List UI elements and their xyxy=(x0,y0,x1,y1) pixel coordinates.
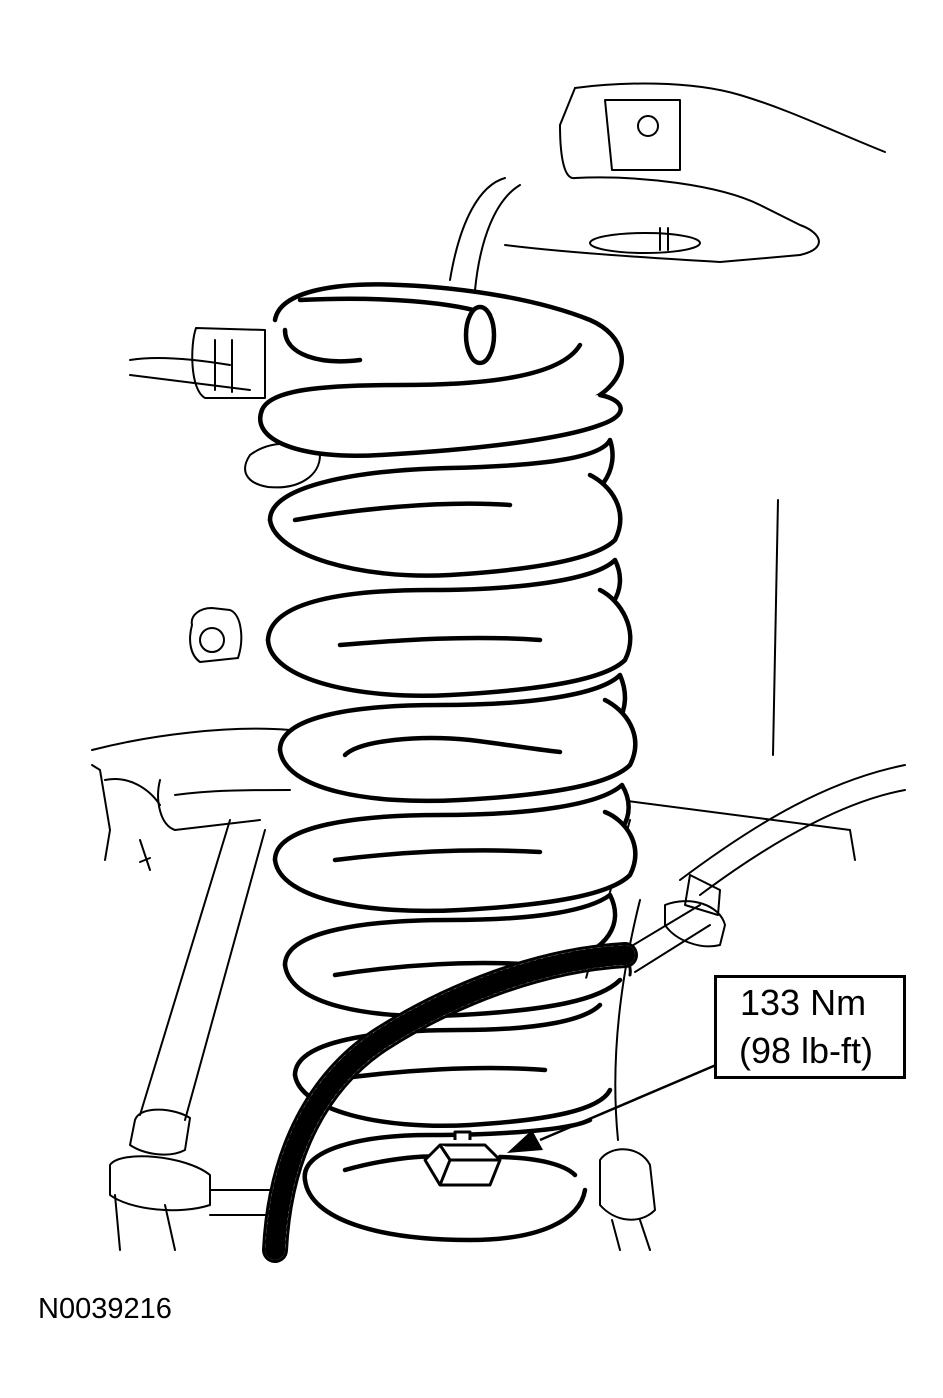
torque-callout-box xyxy=(714,975,906,1079)
torque-metric-label: 133 Nm xyxy=(740,982,867,1023)
torque-imperial-label: (98 lb-ft) xyxy=(739,1030,874,1071)
brake-hose-icon xyxy=(262,942,638,1263)
pointer-arrow-icon xyxy=(507,1063,717,1153)
coil-spring-icon xyxy=(258,282,638,1243)
figure-id-label: N0039216 xyxy=(38,1293,172,1325)
spring-seat-nut-icon xyxy=(423,1130,502,1187)
